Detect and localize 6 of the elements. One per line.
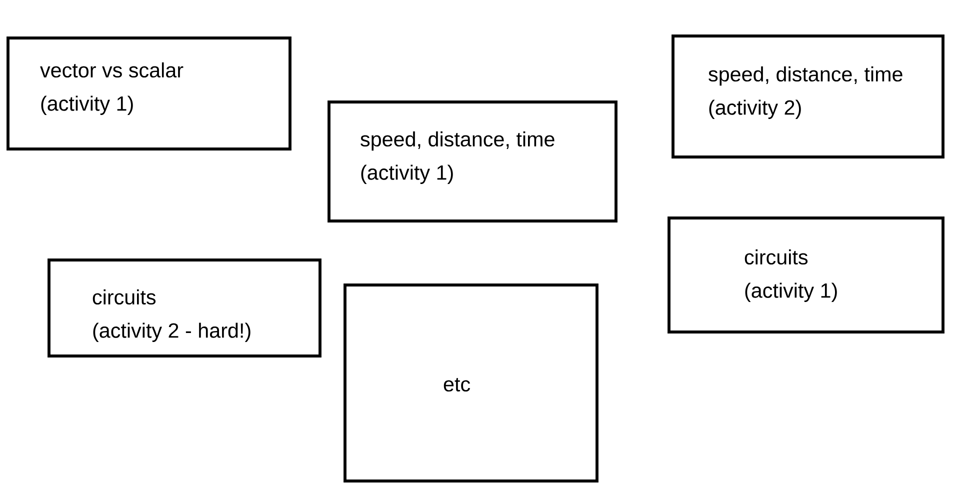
text-box: speed, distance, time (activity 2) [672,34,944,158]
text-box: circuits (activity 1) [668,216,944,334]
text-box: etc [344,284,598,482]
text-box: speed, distance, time (activity 1) [328,100,618,222]
text-box: circuits (activity 2 - hard!) [48,258,322,358]
text-box: vector vs scalar (activity 1) [6,36,292,150]
